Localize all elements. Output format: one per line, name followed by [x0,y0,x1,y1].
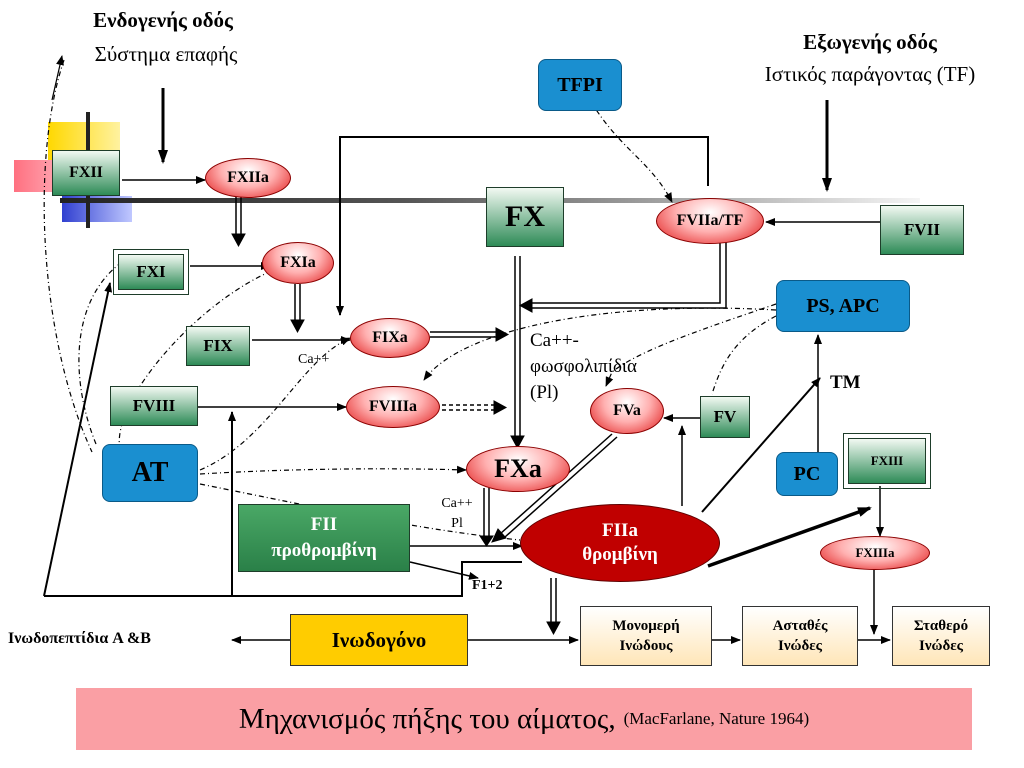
caption-main: Μηχανισμός πήξης του αίματος, [238,702,616,735]
fxia-oval: FXIa [262,242,334,284]
fvii-box: FVII [880,205,964,255]
at-box: AT [102,444,198,502]
monomer-line2: Ινώδους [619,638,673,654]
stable-line1: Σταθερό [913,618,969,634]
tfpi-box: TFPI [538,59,622,111]
pl-label-fxa: Pl [451,516,463,531]
fviii-box: FVIII [110,386,198,426]
fxa-oval: FXa [466,446,570,492]
tm-label: TM [830,372,861,393]
fixa-oval: FIXa [350,318,430,358]
fviia-tf-oval: FVIIa/TF [656,198,764,244]
fxiiia-oval: FXIIIa [820,536,930,570]
pc-box: PC [776,452,838,496]
stable-fibrin-box: Σταθερό Ινώδες [892,606,990,666]
fxiii-box: FXIII [843,433,931,489]
fva-oval: FVa [590,388,664,434]
thrombin-oval: FIIa θρομβίνη [520,504,720,582]
fxii-box: FXII [52,150,120,196]
f12-label: F1+2 [472,578,503,593]
fii-box: FII προθρομβίνη [238,504,410,572]
caption-ref: (MacFarlane, Nature 1964) [623,709,810,728]
fibrinopeptides-label: Ινωδοπεπτίδια A &B [8,630,151,647]
extrinsic-subtitle: Ιστικός παράγοντας (TF) [764,62,976,86]
intrinsic-subtitle: Σύστημα επαφής [94,42,238,66]
thrombin-name: θρομβίνη [582,544,658,565]
thrombin-label: FIIa [602,520,638,541]
ca-pl-label-1: Ca++- [530,330,579,351]
fxi-box: FXI [113,249,189,295]
fii-name: προθρομβίνη [271,540,377,561]
fii-label: FII [310,514,338,535]
ca-pl-label-2: φωσφολιπίδια [530,356,637,377]
fibrin-monomer-box: Μονομερή Ινώδους [580,606,712,666]
ca-label-fix: Ca++ [298,352,330,367]
fviiia-oval: FVIIIa [346,386,440,428]
monomer-line1: Μονομερή [612,618,680,634]
fibrinogen-box: Ινωδογόνο [290,614,468,666]
fx-box: FX [486,187,564,247]
unstable-line2: Ινώδες [777,638,823,654]
ps-apc-box: PS, APC [776,280,910,332]
ca-label-fxa: Ca++ [441,496,473,511]
unstable-fibrin-box: Ασταθές Ινώδες [742,606,858,666]
ca-pl-label-3: (Pl) [530,382,559,403]
fxiia-oval: FXIIa [205,158,291,198]
intrinsic-title: Ενδογενής οδός [93,8,233,32]
caption-band: Μηχανισμός πήξης του αίματος, (MacFarlan… [76,688,972,750]
fv-box: FV [700,396,750,438]
unstable-line1: Ασταθές [772,618,828,634]
extrinsic-title: Εξωγενής οδός [803,30,937,54]
fix-box: FIX [186,326,250,366]
stable-line2: Ινώδες [918,638,964,654]
